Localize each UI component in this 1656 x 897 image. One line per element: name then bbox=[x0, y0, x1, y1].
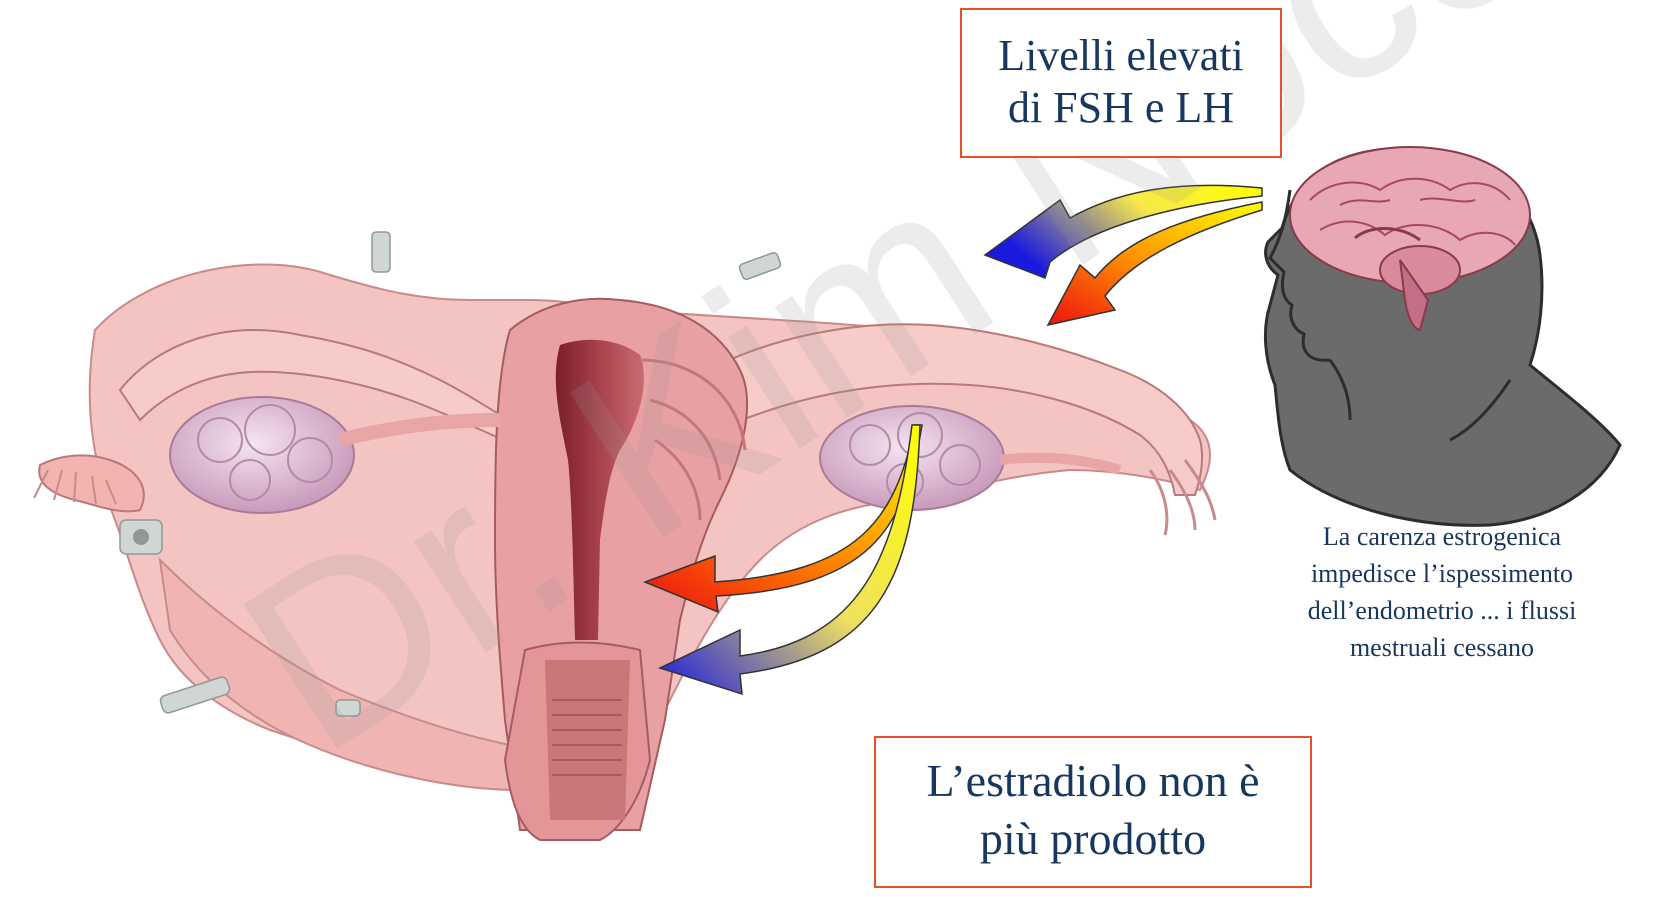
caption-text: La carenza estrogenica impedisce l’ispes… bbox=[1228, 518, 1656, 666]
label-box-estradiol-line1: L’estradiolo non è bbox=[876, 752, 1310, 810]
label-box-high-fsh-lh: Livelli elevati di FSH e LH bbox=[960, 8, 1282, 158]
caption-line-1: La carenza estrogenica bbox=[1228, 518, 1656, 555]
label-box-high-fsh-lh-line2: di FSH e LH bbox=[962, 82, 1280, 134]
caption-line-3: dell’endometrio ... i flussi bbox=[1228, 592, 1656, 629]
caption-line-4: mestruali cessano bbox=[1228, 629, 1656, 666]
label-box-estradiol-not-produced: L’estradiolo non è più prodotto bbox=[874, 736, 1312, 888]
caption-line-2: impedisce l’ispessimento bbox=[1228, 555, 1656, 592]
label-box-estradiol-line2: più prodotto bbox=[876, 810, 1310, 868]
head-brain-illustration bbox=[1265, 147, 1620, 525]
label-box-high-fsh-lh-line1: Livelli elevati bbox=[962, 30, 1280, 82]
